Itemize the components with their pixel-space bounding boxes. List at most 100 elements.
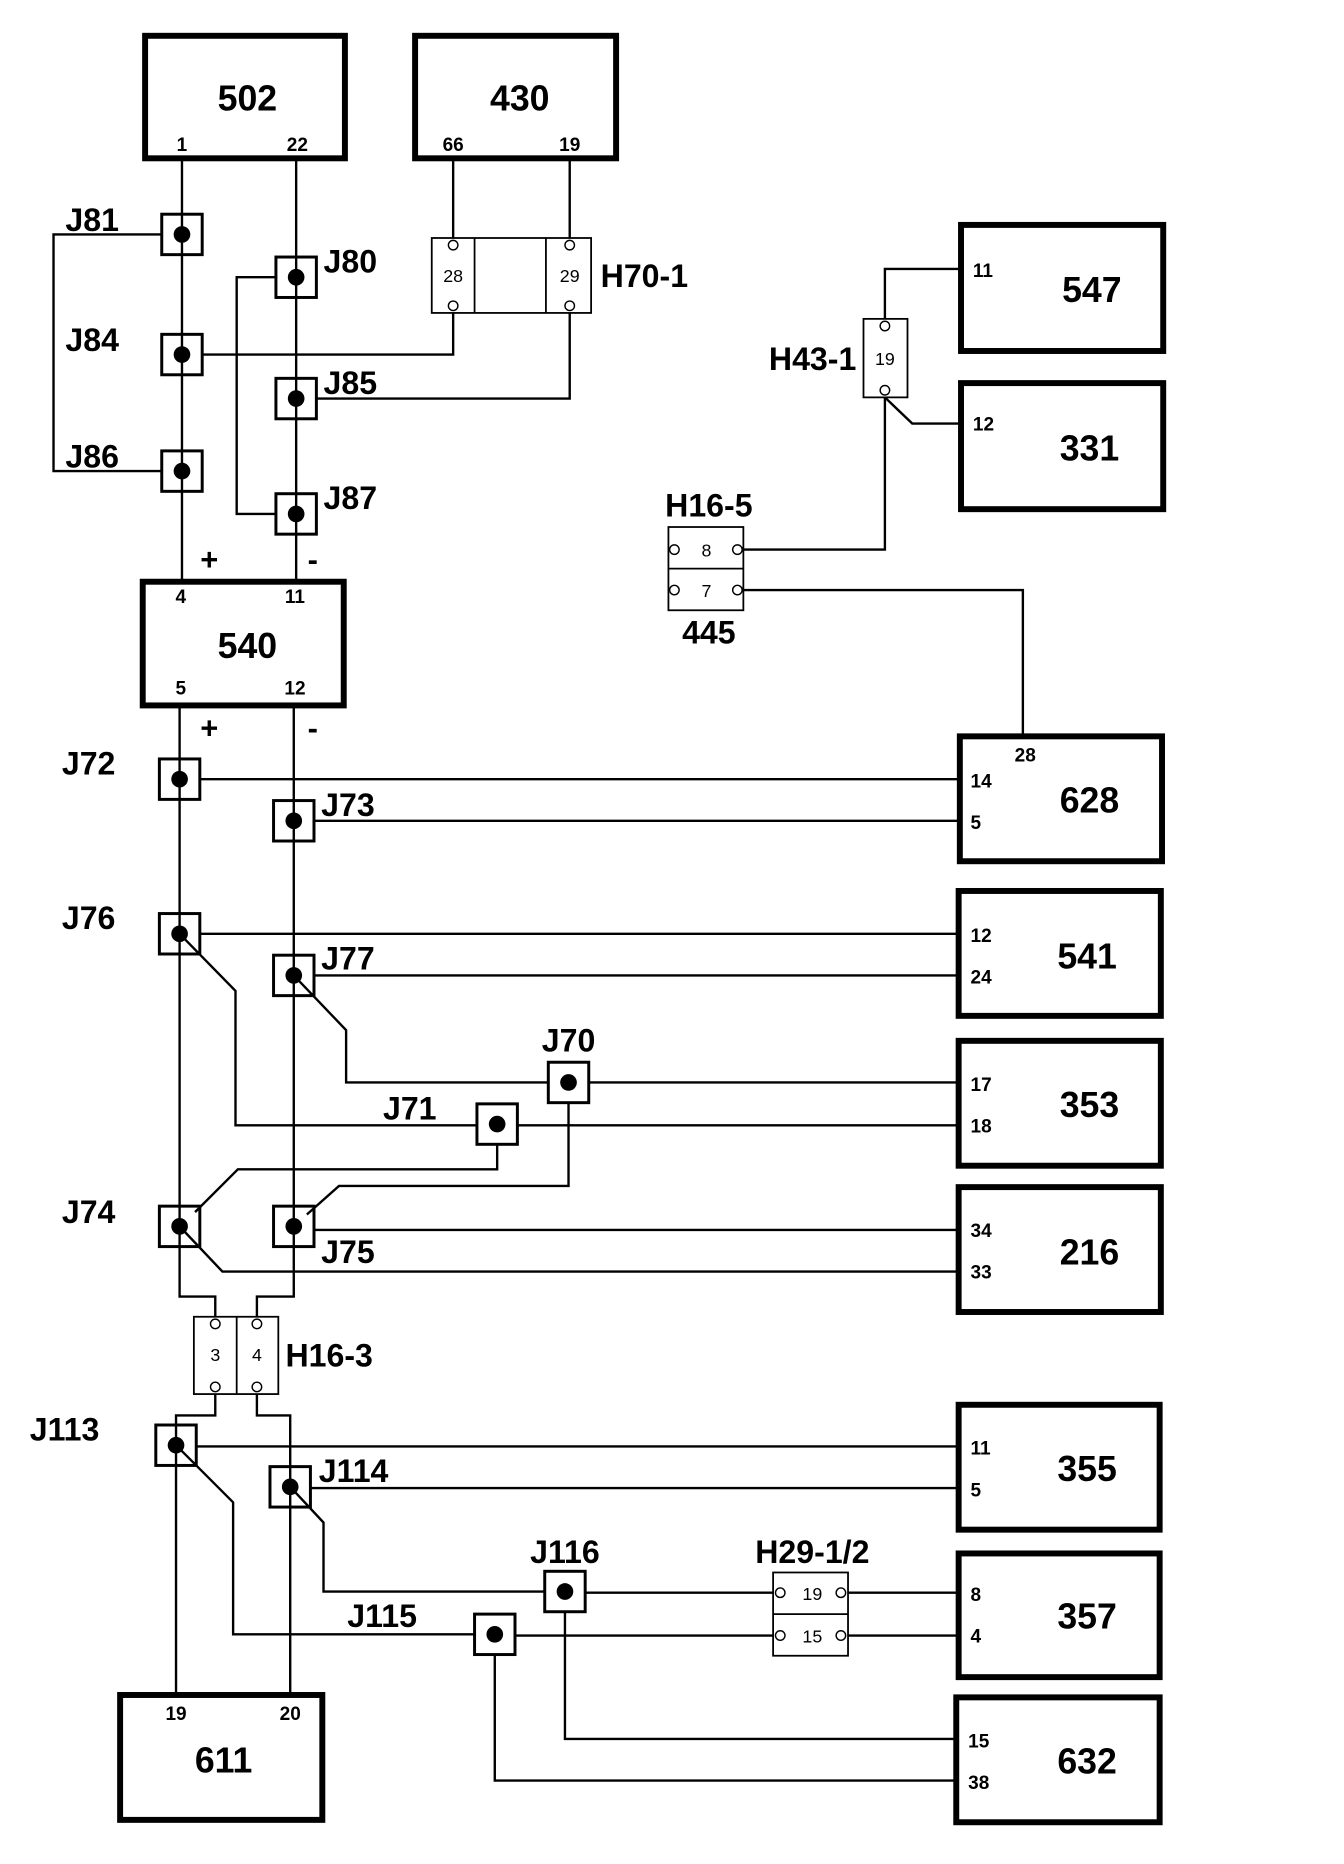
module-box bbox=[142, 32, 348, 162]
module-pin: 11 bbox=[973, 261, 994, 282]
junction-box bbox=[274, 492, 318, 536]
pin-hole bbox=[774, 1587, 786, 1599]
module-pin: 15 bbox=[968, 1731, 990, 1752]
module-label: 547 bbox=[1062, 270, 1122, 310]
connector-pin: 15 bbox=[802, 1627, 822, 1647]
junction-box bbox=[160, 332, 204, 377]
pin-hole bbox=[731, 584, 743, 596]
module-box bbox=[955, 1184, 1164, 1315]
wire bbox=[178, 705, 217, 1317]
junction-label: J113 bbox=[30, 1411, 100, 1447]
junction-dot bbox=[173, 226, 191, 243]
junction-box bbox=[154, 1423, 198, 1467]
junction-dot bbox=[287, 390, 305, 407]
junction-box bbox=[473, 1612, 517, 1657]
module-box bbox=[139, 578, 347, 709]
junction-label: J71 bbox=[383, 1090, 437, 1126]
pin-hole bbox=[447, 300, 459, 312]
connector-h16-5: 8 7 H16-5 445 bbox=[665, 487, 752, 650]
module-353: 353 17 18 bbox=[955, 1037, 1164, 1169]
junction-box bbox=[157, 757, 202, 801]
junction-label: J115 bbox=[347, 1598, 417, 1634]
junction-dot bbox=[287, 505, 305, 523]
module-box bbox=[955, 1037, 1164, 1169]
junction-j80: J80 bbox=[274, 243, 378, 299]
module-216: 216 34 33 bbox=[955, 1184, 1164, 1315]
module-pin: 12 bbox=[971, 926, 992, 947]
junction-j81: J81 bbox=[65, 202, 204, 257]
junction-label: J84 bbox=[65, 322, 119, 358]
wire bbox=[175, 1444, 475, 1636]
junction-dot bbox=[285, 1218, 303, 1235]
wire bbox=[202, 312, 455, 356]
junction-label: J87 bbox=[324, 480, 378, 516]
module-pin: 34 bbox=[971, 1221, 993, 1242]
module-box bbox=[958, 380, 1167, 513]
wire bbox=[194, 1144, 499, 1213]
module-547: 547 11 bbox=[958, 221, 1167, 354]
module-628: 628 28 14 5 bbox=[956, 733, 1165, 865]
pin-hole bbox=[879, 384, 891, 396]
junction-j84: J84 bbox=[65, 322, 204, 377]
module-632: 632 15 38 bbox=[953, 1694, 1163, 1826]
module-label: 216 bbox=[1060, 1232, 1120, 1272]
junction-j74: J74 bbox=[62, 1194, 202, 1249]
module-611: 611 19 20 bbox=[117, 1692, 326, 1823]
plus-sign: + bbox=[200, 711, 218, 746]
junction-box bbox=[475, 1102, 519, 1146]
connector-body bbox=[430, 237, 593, 314]
junction-j87: J87 bbox=[274, 480, 378, 536]
module-355: 355 11 5 bbox=[955, 1401, 1163, 1533]
pin-hole bbox=[564, 239, 576, 251]
junction-dot bbox=[171, 770, 188, 788]
module-357: 357 8 4 bbox=[955, 1550, 1163, 1681]
wire bbox=[178, 1225, 959, 1273]
wire bbox=[883, 267, 962, 319]
wire bbox=[493, 1654, 957, 1782]
module-pin: 28 bbox=[1015, 745, 1036, 766]
pin-hole bbox=[774, 1630, 786, 1641]
junction-label: J73 bbox=[321, 787, 375, 823]
junction-dot bbox=[560, 1074, 577, 1091]
module-label: 357 bbox=[1057, 1596, 1117, 1636]
module-pin: 1 bbox=[177, 135, 188, 156]
junction-j113: J113 bbox=[30, 1411, 198, 1467]
connector-h29-1-2: 19 15 H29-1/2 bbox=[755, 1534, 869, 1657]
connector-label: H29-1/2 bbox=[755, 1534, 869, 1570]
junction-box bbox=[543, 1569, 587, 1614]
connector-label: H16-3 bbox=[285, 1338, 372, 1374]
module-label: 540 bbox=[218, 626, 278, 666]
module-box bbox=[958, 221, 1167, 354]
junction-box bbox=[274, 376, 318, 421]
junction-j77: J77 bbox=[272, 940, 375, 998]
module-box bbox=[955, 1550, 1163, 1681]
pin-hole bbox=[251, 1381, 263, 1393]
minus-sign: - bbox=[308, 542, 318, 577]
junction-dot bbox=[171, 925, 188, 943]
connector-pin: 7 bbox=[702, 581, 712, 601]
pin-hole bbox=[835, 1630, 847, 1641]
junction-label: J72 bbox=[62, 745, 116, 781]
module-pin: 11 bbox=[285, 587, 306, 608]
junction-label: J116 bbox=[530, 1534, 600, 1570]
pin-hole bbox=[668, 544, 680, 556]
junction-j73: J73 bbox=[272, 787, 375, 843]
wire bbox=[255, 1394, 292, 1695]
junction-dot bbox=[488, 1115, 506, 1133]
connector-pin: 29 bbox=[560, 266, 580, 286]
junction-label: J80 bbox=[324, 243, 378, 279]
junction-j72: J72 bbox=[62, 745, 202, 801]
module-pin: 17 bbox=[971, 1075, 992, 1096]
junction-j85: J85 bbox=[274, 365, 377, 421]
junction-dot bbox=[287, 268, 305, 286]
junction-box bbox=[272, 1204, 316, 1249]
connector-label: H16-5 bbox=[665, 487, 752, 523]
junction-dot bbox=[173, 462, 191, 480]
wire bbox=[289, 1486, 545, 1593]
pin-hole bbox=[447, 239, 459, 251]
module-pin: 33 bbox=[971, 1263, 992, 1284]
module-541: 541 12 24 bbox=[955, 887, 1164, 1019]
module-pin: 5 bbox=[175, 679, 186, 700]
junction-box bbox=[160, 449, 204, 493]
junction-dot bbox=[171, 1218, 188, 1235]
